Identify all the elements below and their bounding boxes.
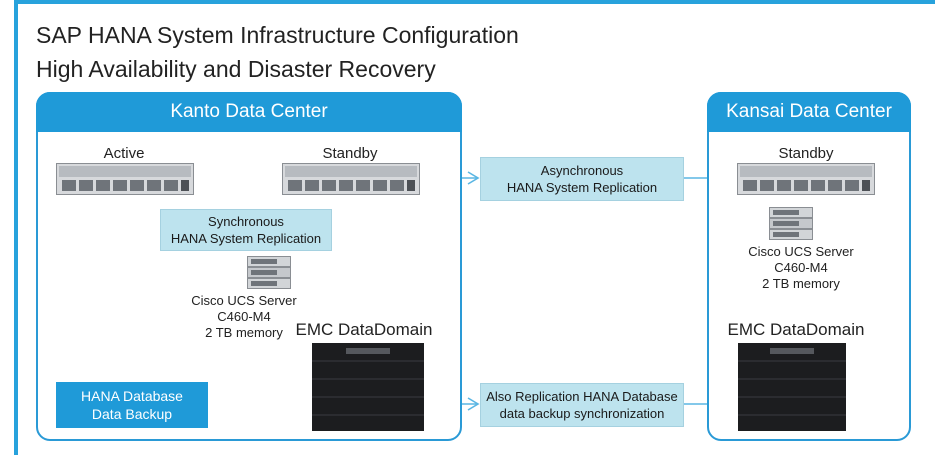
kanto-server-spec: Cisco UCS Server C460-M4 2 TB memory bbox=[191, 293, 297, 340]
active-label: Active bbox=[103, 145, 145, 162]
backup-sync-box: Also Replication HANA Database data back… bbox=[480, 383, 684, 427]
kansai-header: Kansai Data Center bbox=[707, 92, 911, 132]
kansai-storage-icon bbox=[738, 343, 846, 431]
kansai-server-spec: Cisco UCS Server C460-M4 2 TB memory bbox=[748, 244, 854, 291]
kanto-standby-label: Standby bbox=[322, 145, 378, 162]
hana-backup-box: HANA Database Data Backup bbox=[56, 382, 208, 428]
kanto-storage-icon bbox=[312, 343, 424, 431]
kansai-storage-label: EMC DataDomain bbox=[727, 320, 865, 339]
async-replication-box: Asynchronous HANA System Replication bbox=[480, 157, 684, 201]
kansai-standby-server-icon bbox=[737, 163, 875, 195]
kanto-header: Kanto Data Center bbox=[36, 92, 462, 132]
frame-top-border bbox=[14, 0, 935, 4]
kansai-standby-label: Standby bbox=[778, 145, 834, 162]
kansai-ucs-server-icon bbox=[769, 207, 813, 240]
kanto-standby-server-icon bbox=[282, 163, 420, 195]
active-server-icon bbox=[56, 163, 194, 195]
frame-left-border bbox=[14, 0, 18, 455]
kanto-ucs-server-icon bbox=[247, 256, 291, 289]
diagram-subtitle: High Availability and Disaster Recovery bbox=[36, 56, 436, 82]
kanto-storage-label: EMC DataDomain bbox=[295, 320, 433, 339]
diagram-title: SAP HANA System Infrastructure Configura… bbox=[36, 22, 519, 48]
sync-replication-box: Synchronous HANA System Replication bbox=[160, 209, 332, 251]
